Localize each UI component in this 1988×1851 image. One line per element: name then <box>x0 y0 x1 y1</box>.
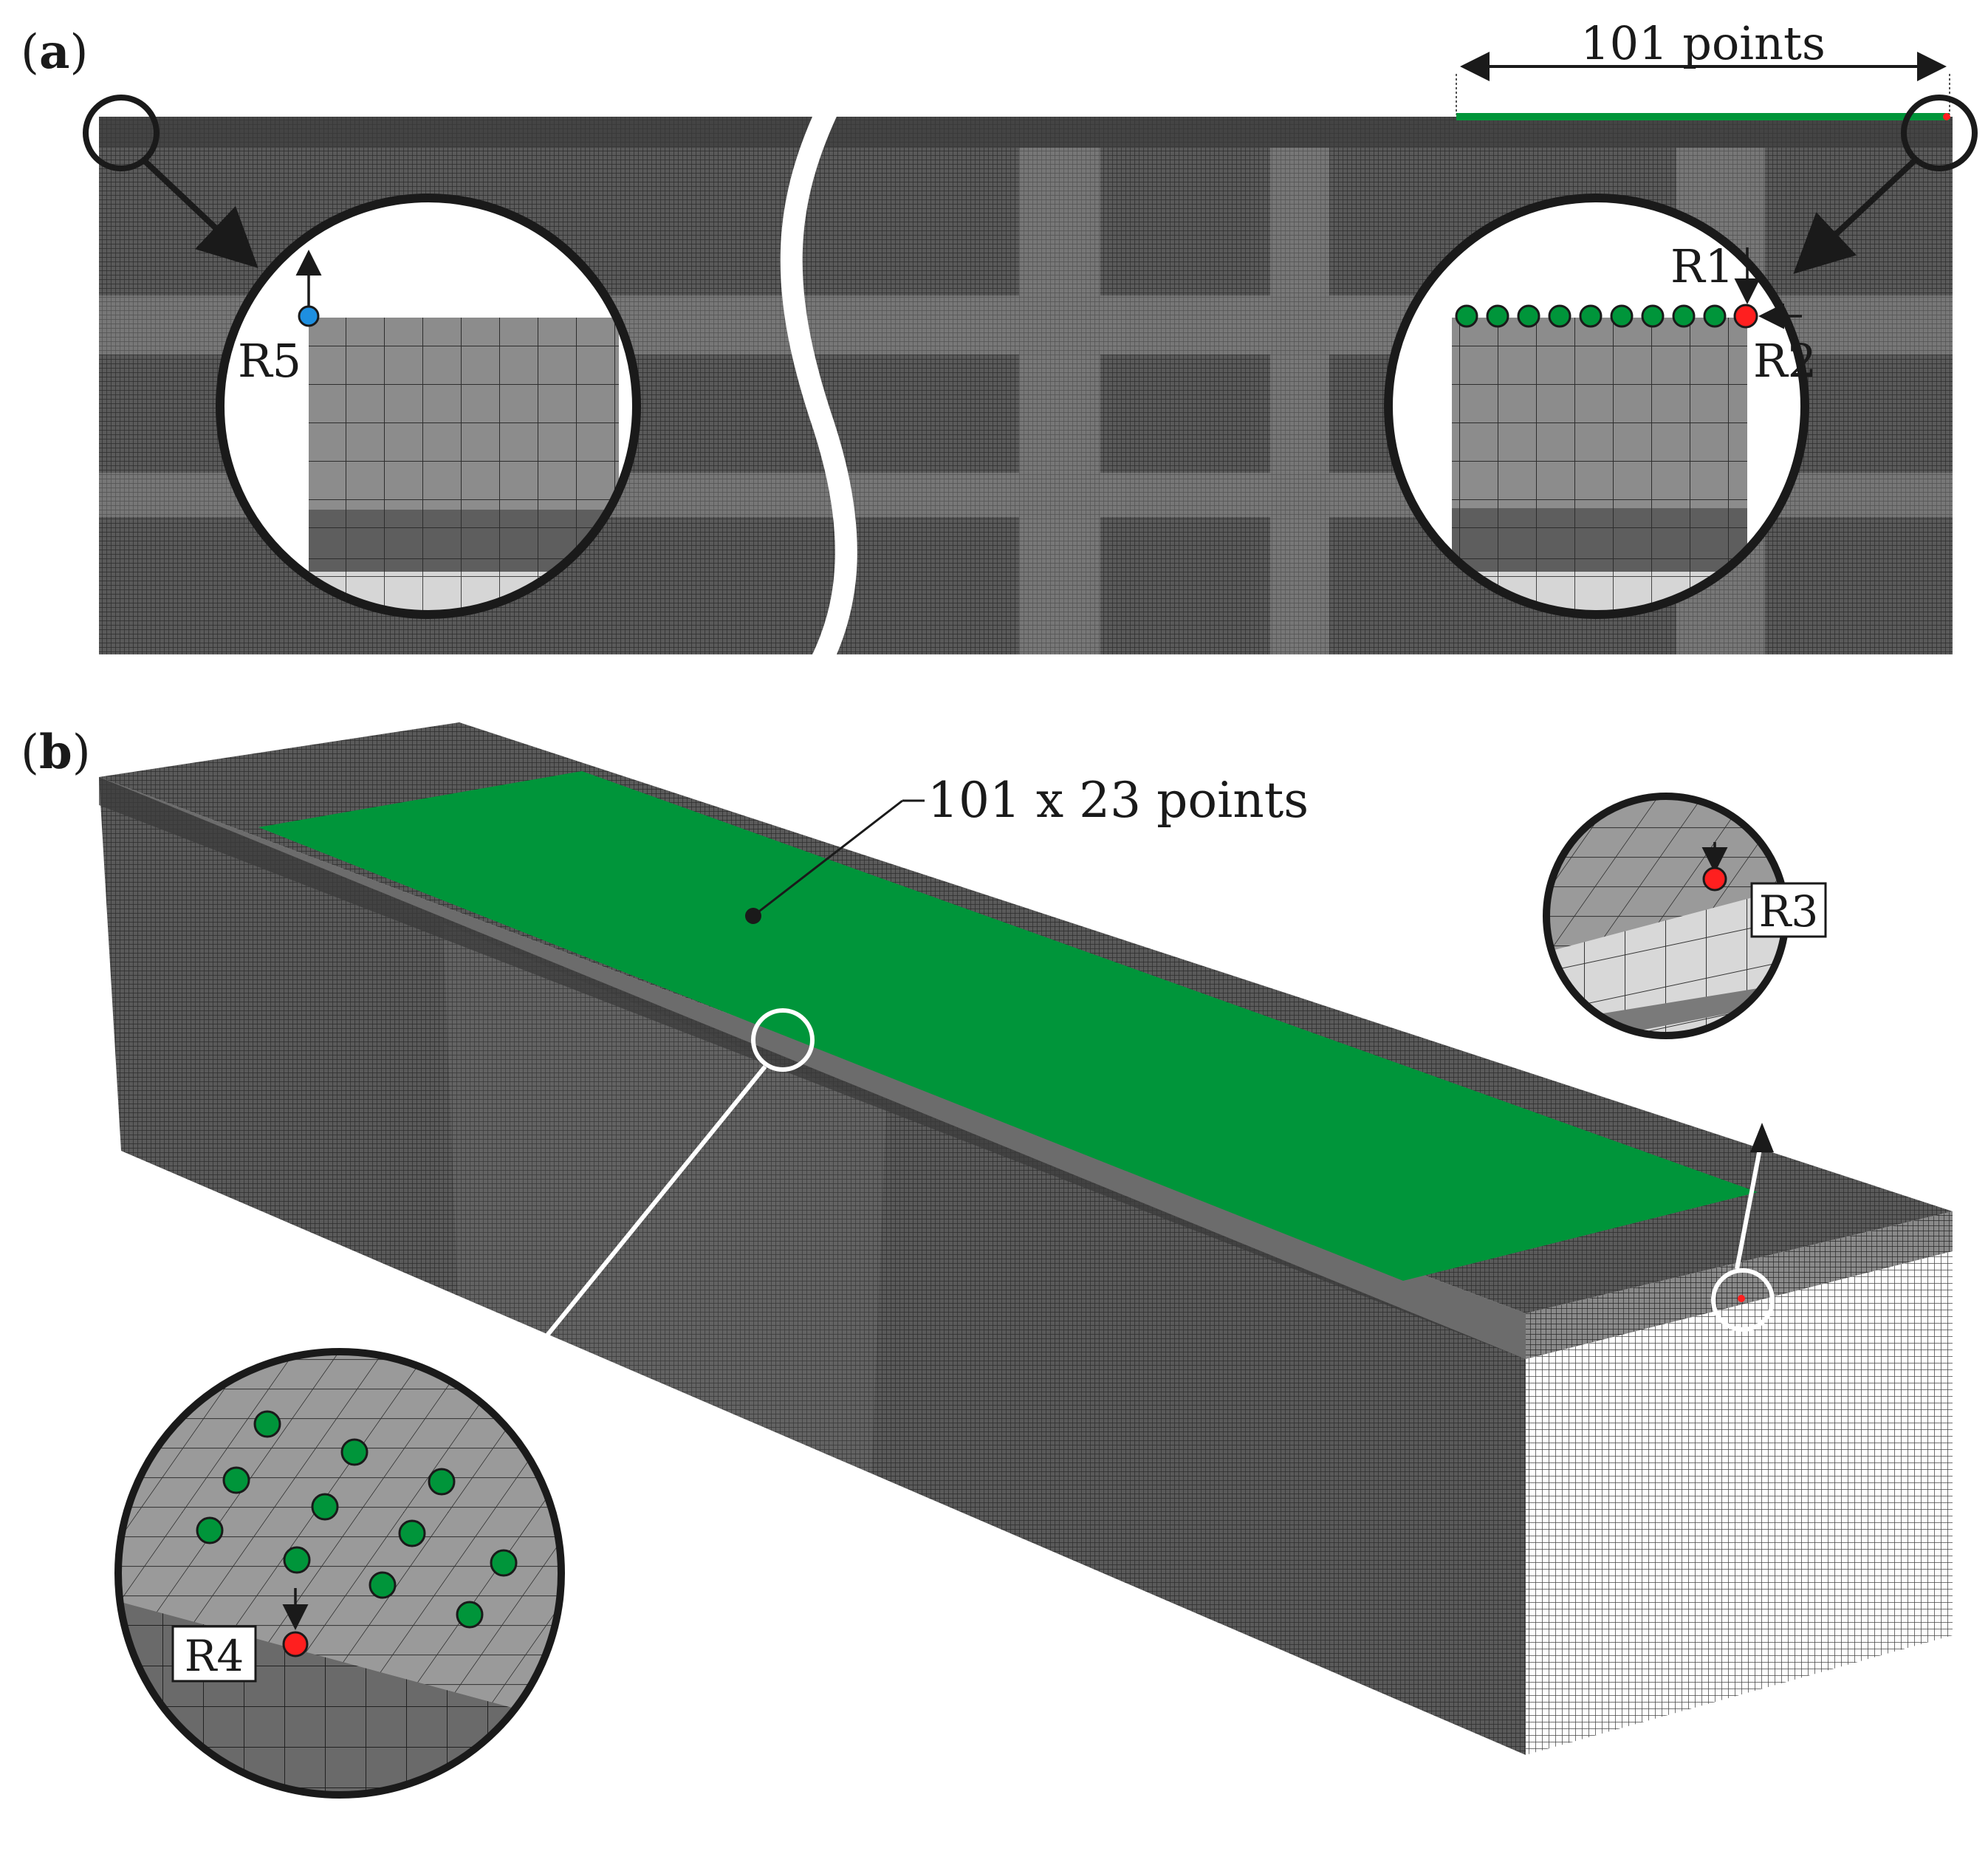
label-R5: R5 <box>238 334 301 388</box>
panel-a-right-zoom-arrow <box>1793 159 1916 274</box>
R3-zoom-arrow <box>1735 1137 1764 1270</box>
panel-a-left-zoom-arrow <box>143 159 258 268</box>
block-end-face <box>1526 1251 1953 1755</box>
label-R1: R1 <box>1670 239 1734 293</box>
panel-a-right-corner-marker <box>1901 95 1978 171</box>
panel-a-label: (a) <box>21 24 88 80</box>
green-sampling-surface <box>258 771 1758 1281</box>
point-R5 <box>298 305 320 327</box>
panel-a-left-zoom: R5 <box>216 194 641 619</box>
panel-a-left-corner-marker <box>83 95 160 171</box>
block-front-face <box>99 777 1526 1755</box>
block-marker-R3 <box>1711 1268 1775 1332</box>
point-R3 <box>1702 866 1727 892</box>
R4-zoom: R4 <box>114 1348 565 1799</box>
label-R3: R3 <box>1759 886 1819 937</box>
panel-b-label: (b) <box>21 725 91 780</box>
panel-a-right-zoom: R1 R2 <box>1384 194 1817 619</box>
panel-b: (b) 101 x 23 points <box>21 722 1953 1799</box>
point-R1-R2 <box>1733 304 1758 329</box>
panel-a-break-line <box>780 106 857 670</box>
label-R4: R4 <box>185 1631 244 1681</box>
R3-zoom: R3 <box>1543 793 1827 1039</box>
surface-callout-label: 101 x 23 points <box>928 772 1309 829</box>
panel-a-green-points <box>1455 304 1727 328</box>
block-marker-R4 <box>751 1008 815 1072</box>
point-R4 <box>282 1631 309 1657</box>
panel-a: (a) 101 points <box>21 16 1978 670</box>
R4-zoom-arrow <box>478 1065 767 1420</box>
R4-zoom-green-points <box>196 1410 518 1629</box>
label-R2: R2 <box>1753 334 1817 388</box>
panel-a-dimension-label: 101 points <box>1580 16 1826 70</box>
